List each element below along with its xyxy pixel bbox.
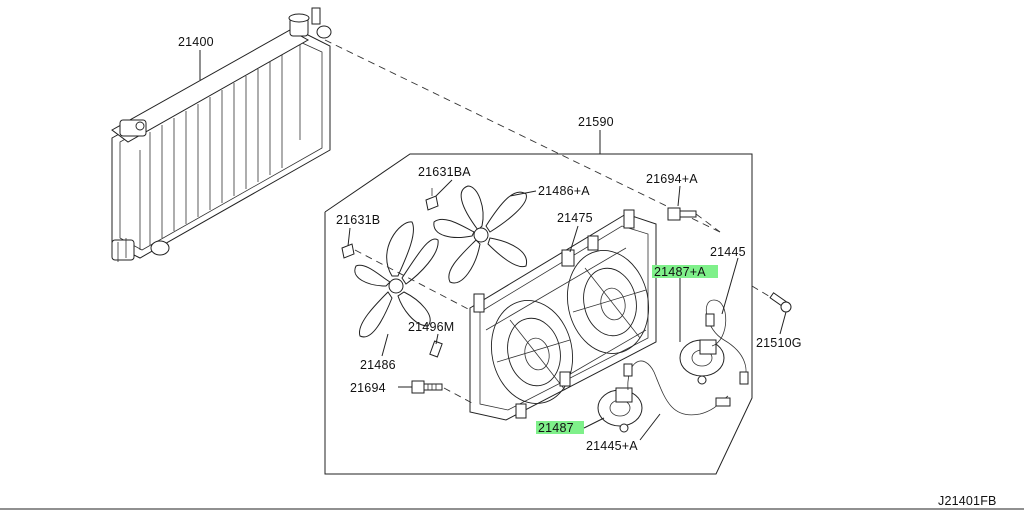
callout-motor-a[interactable]: 21487+A: [654, 265, 706, 279]
grommet-drawing: [769, 292, 792, 313]
leader-motor: [583, 417, 605, 429]
harness-a-connector-bottom: [715, 397, 731, 407]
leader-harness-bracket: [569, 225, 579, 253]
drawing-code: J21401FB: [938, 494, 997, 508]
callout-clip-b: 21631B: [336, 213, 380, 227]
highlight-motor: [536, 421, 584, 434]
harness-a-connector-top: [623, 363, 633, 377]
callout-motor[interactable]: 21487: [538, 421, 574, 435]
assembly-frame: [324, 153, 753, 475]
callout-grommet: 21510G: [756, 336, 802, 350]
motor-bolt-a-drawing: [667, 207, 697, 221]
highlight-motor-a: [652, 265, 718, 278]
callout-clip-ba: 21631BA: [418, 165, 471, 179]
callout-pin: 21496M: [408, 320, 454, 334]
alignment-line-motor-bolt: [695, 213, 721, 233]
fan-blade-drawing: [354, 221, 439, 338]
callout-shroud-bolt: 21694: [350, 381, 386, 395]
callout-fan-blade: 21486: [360, 358, 396, 372]
callout-harness-bracket: 21475: [557, 211, 593, 225]
callout-shroud-assembly: 21590: [578, 115, 614, 129]
leader-harness-a: [639, 413, 661, 441]
clip-b-drawing: [341, 243, 355, 259]
radiator-drawing: [111, 7, 332, 262]
pin-drawing: [429, 340, 443, 358]
leader-clip-ba: [435, 179, 453, 197]
motor-a-drawing: [679, 339, 725, 385]
fan-blade-a-drawing: [433, 185, 528, 284]
callout-harness: 21445: [710, 245, 746, 259]
motor-drawing: [597, 387, 643, 433]
leader-fan-blade: [381, 333, 389, 357]
shroud-bolt-drawing: [411, 380, 443, 394]
leader-pin: [435, 333, 439, 345]
harness-connector-top: [705, 313, 715, 327]
alignment-line-top: [324, 39, 721, 233]
callout-motor-bolt-a: 21694+A: [646, 172, 698, 186]
fan-shroud-drawing: [469, 209, 657, 421]
leader-fan-blade-a: [509, 190, 537, 197]
leader-harness: [721, 257, 739, 315]
leader-grommet: [779, 311, 787, 335]
harness-drawing: [705, 299, 747, 381]
harness-connector-bottom: [739, 371, 749, 385]
alignment-line-grommet: [751, 285, 773, 299]
callout-harness-a: 21445+A: [586, 439, 638, 453]
callout-fan-blade-a: 21486+A: [538, 184, 590, 198]
alignment-line-clip: [354, 249, 471, 311]
callout-radiator: 21400: [178, 35, 214, 49]
leader-motor-bolt-a: [677, 185, 681, 207]
alignment-line-bolt: [443, 387, 475, 405]
clip-ba-drawing: [425, 188, 439, 211]
leader-clip-b: [347, 227, 351, 247]
